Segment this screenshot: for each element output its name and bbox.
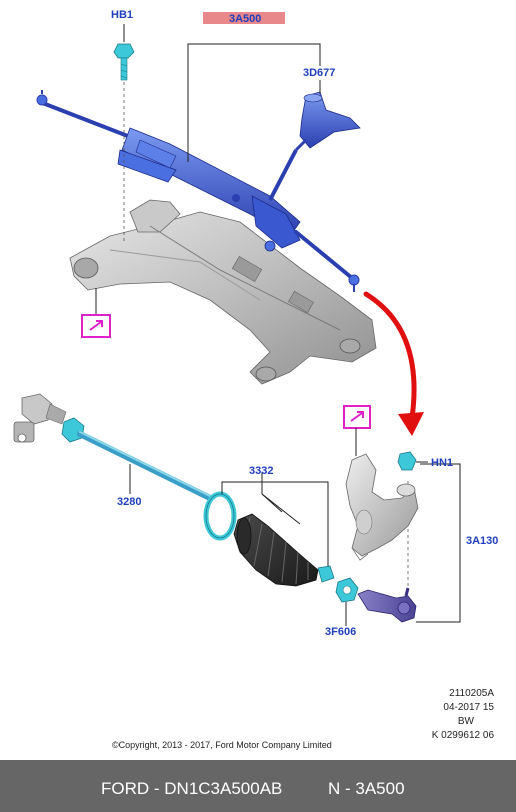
inner-tie-rod <box>13 393 213 501</box>
bolt-hb1 <box>113 43 135 244</box>
callout-3332 <box>221 472 329 566</box>
label-3a500[interactable]: 3A500 <box>229 13 262 25</box>
tie-rod-end <box>357 480 417 623</box>
footer-bar: FORD - DN1C3A500AB N - 3A500 <box>0 760 516 812</box>
view-reference-icon-2[interactable] <box>343 405 371 456</box>
highlight-bar <box>203 12 285 24</box>
footer-n-number: N - 3A500 <box>328 779 405 798</box>
diagram-reference: K 0299612 06 <box>431 730 494 741</box>
label-hn1[interactable]: HN1 <box>431 457 454 469</box>
steering-knuckle <box>345 453 419 561</box>
diagram-date: 04-2017 15 <box>443 702 494 713</box>
copyright-text: ©Copyright, 2013 - 2017, Ford Motor Comp… <box>112 740 332 750</box>
label-3f606[interactable]: 3F606 <box>325 626 357 638</box>
label-3280[interactable]: 3280 <box>117 496 142 508</box>
steering-rack <box>36 90 360 292</box>
diagram-id: 2110205A <box>449 688 494 699</box>
exploded-parts-diagram <box>13 24 461 626</box>
subframe <box>69 199 377 385</box>
label-3d677[interactable]: 3D677 <box>303 67 336 79</box>
callout-lines-top <box>95 24 321 314</box>
label-3a130[interactable]: 3A130 <box>466 535 499 547</box>
nut-hn1 <box>397 451 428 471</box>
diagram-code: BW <box>457 716 474 727</box>
label-3332[interactable]: 3332 <box>249 465 274 477</box>
footer-part-number: FORD - DN1C3A500AB <box>101 779 283 798</box>
direction-arrow <box>363 291 424 436</box>
boot-clamp-ring <box>203 491 237 541</box>
view-reference-icon-1[interactable] <box>81 314 111 338</box>
steering-column-seal <box>294 91 361 152</box>
label-hb1[interactable]: HB1 <box>111 9 134 21</box>
steering-gear-boot <box>233 513 335 587</box>
lock-nut <box>335 577 359 626</box>
callout-3a130 <box>416 463 461 623</box>
